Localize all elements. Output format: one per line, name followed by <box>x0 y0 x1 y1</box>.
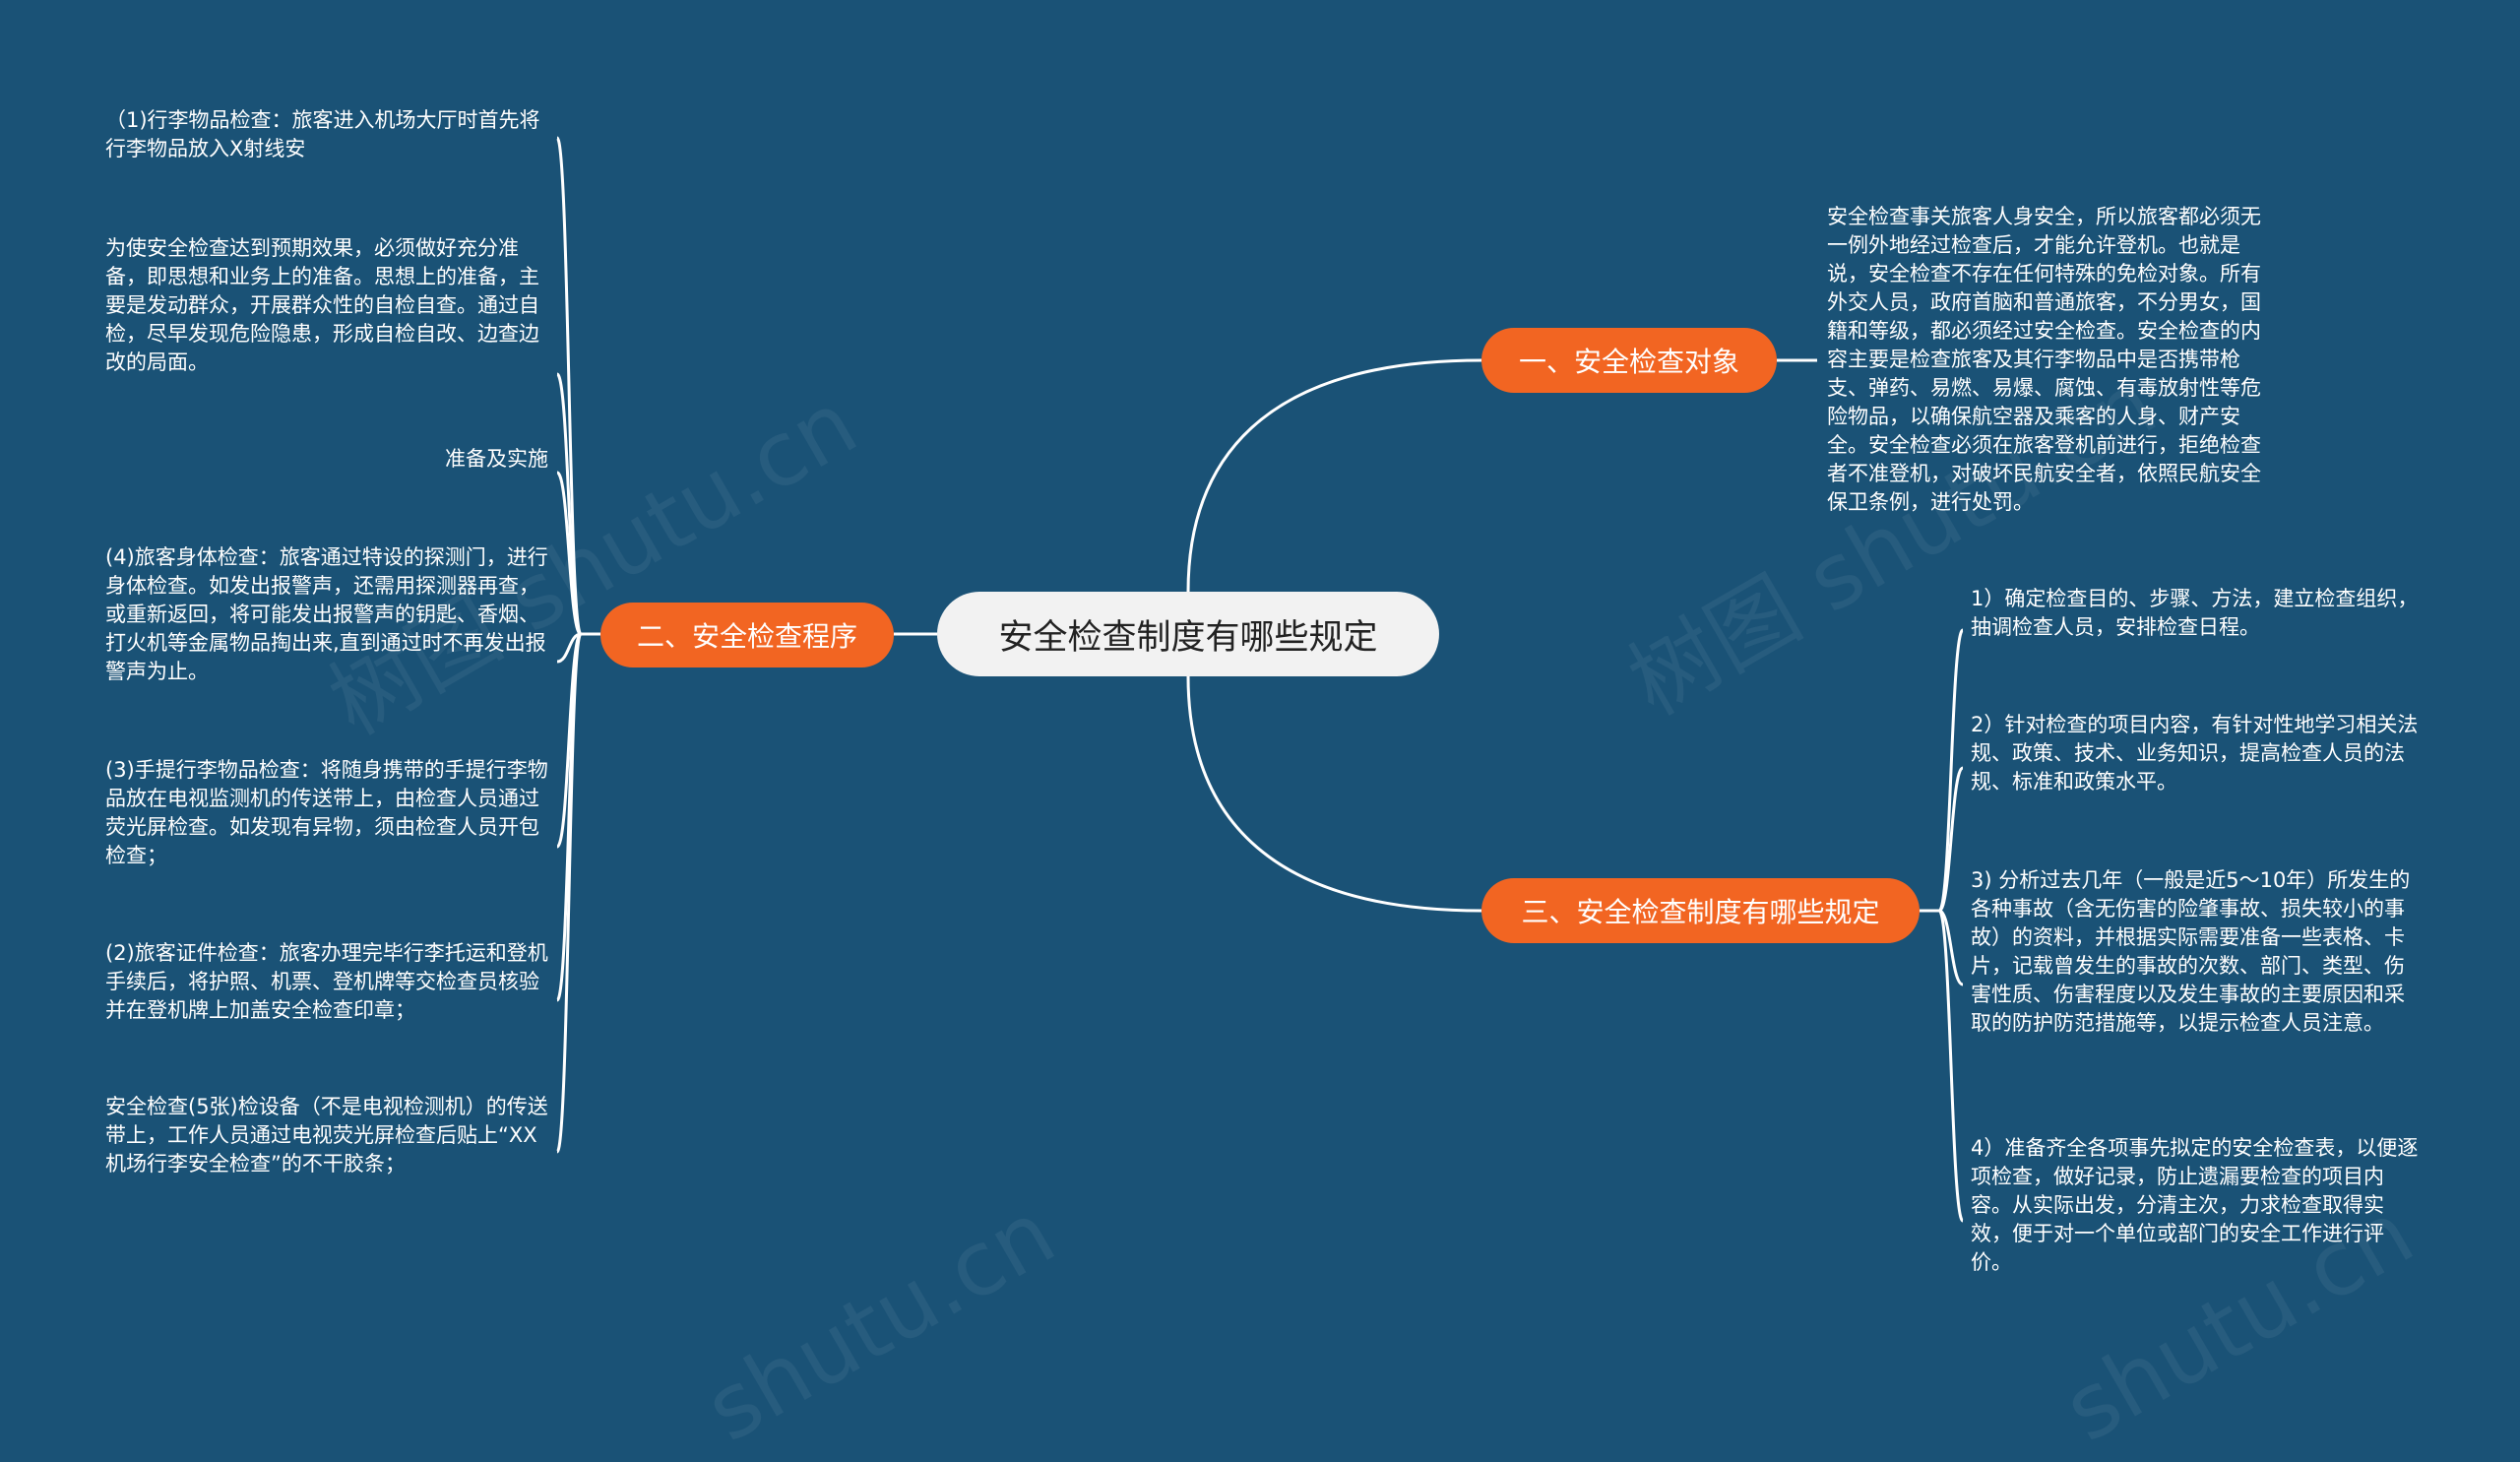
connector-root-b1 <box>1186 358 1482 593</box>
leaf-topic[interactable]: (4)旅客身体检查：旅客通过特设的探测门，进行身体检查。如发出报警声，还需用探测… <box>105 545 548 683</box>
root-topic[interactable]: 安全检查制度有哪些规定 <box>937 592 1439 676</box>
branch-topic-1[interactable]: 一、安全检查对象 <box>1481 328 1777 393</box>
branch-topic-2[interactable]: 二、安全检查程序 <box>600 603 894 667</box>
connector-b2-leaf-7 <box>555 632 583 1154</box>
leaf-topic[interactable]: 安全检查(5张)检设备（不是电视检测机）的传送带上，工作人员通过电视荧光屏检查后… <box>105 1095 548 1176</box>
connector-b3-leaf-3 <box>1938 909 1964 986</box>
connector-b2-leaf-4 <box>556 632 582 664</box>
leaf-topic[interactable]: 3) 分析过去几年（一般是近5～10年）所发生的各种事故（含无伤害的险肇事故、损… <box>1971 868 2411 1035</box>
branch-topic-3[interactable]: 三、安全检查制度有哪些规定 <box>1481 878 1920 943</box>
connector-b2-leaf-3 <box>555 471 583 636</box>
connector-lines <box>555 136 1965 1223</box>
leaf-topic[interactable]: 1）确定检查目的、步骤、方法，建立检查组织，抽调检查人员，安排检查日程。 <box>1971 587 2419 639</box>
leaf-topic[interactable]: (2)旅客证件检查：旅客办理完毕行李托运和登机手续后，将护照、机票、登机牌等交检… <box>105 941 548 1022</box>
leaf-topic[interactable]: (3)手提行李物品检查：将随身携带的手提行李物品放在电视监测机的传送带上，由检查… <box>105 758 548 867</box>
leaf-topic[interactable]: 为使安全检查达到预期效果，必须做好充分准备，即思想和业务上的准备。思想上的准备，… <box>105 236 539 374</box>
connector-b3-leaf-4 <box>1937 909 1965 1223</box>
leaf-topic[interactable]: 2）针对检查的项目内容，有针对性地学习相关法规、政策、技术、业务知识，提高检查人… <box>1971 713 2419 794</box>
mindmap-canvas: 树图 shutu.cn 树图 shutu.cn shutu.cn shutu.c… <box>105 108 2430 1462</box>
connector-b3-leaf-2 <box>1937 766 1965 913</box>
leaf-topic[interactable]: 安全检查事关旅客人身安全，所以旅客都必须无一例外地经过检查后，才能允许登机。也就… <box>1827 205 2261 514</box>
leaf-topic[interactable]: 4）准备齐全各项事先拟定的安全检查表，以便逐项检查，做好记录，防止遗漏要检查的项… <box>1971 1136 2419 1274</box>
leaf-topic[interactable]: 准备及实施 <box>445 447 548 471</box>
leaf-topic[interactable]: （1)行李物品检查：旅客进入机场大厅时首先将行李物品放入X射线安 <box>105 108 540 160</box>
connector-root-b3 <box>1186 675 1482 913</box>
